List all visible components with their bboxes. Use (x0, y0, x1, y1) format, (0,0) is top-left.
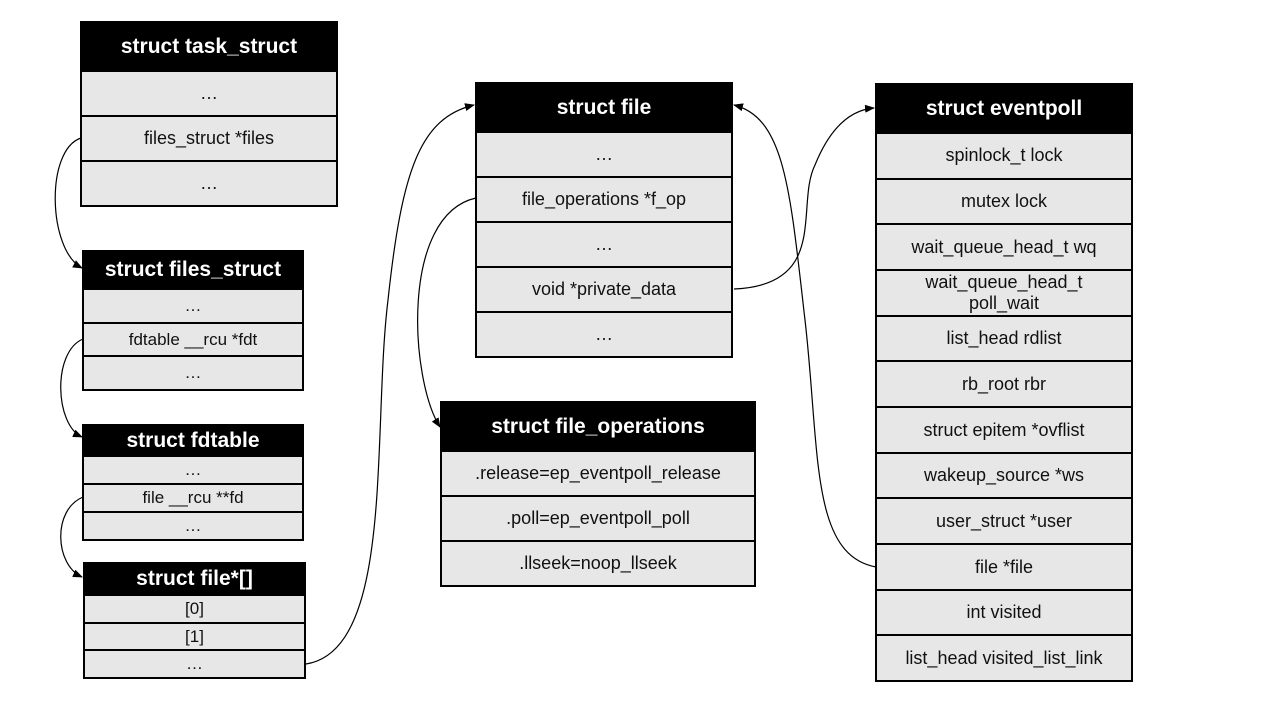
field-row: [1] (85, 621, 304, 650)
struct-header: struct file_operations (442, 403, 754, 450)
arrow-eventpoll-file-to-file (733, 103, 877, 568)
field-row: int visited (877, 588, 1131, 635)
struct-task-struct: struct task_struct … files_struct *files… (80, 21, 338, 207)
field-row: … (477, 311, 731, 356)
struct-file-operations: struct file_operations .release=ep_event… (440, 401, 756, 587)
field-row: .release=ep_eventpoll_release (442, 450, 754, 495)
field-row: wakeup_source *ws (877, 451, 1131, 498)
struct-header: struct eventpoll (877, 85, 1131, 132)
arrow-file-array-to-file (305, 103, 475, 665)
struct-header: struct files_struct (84, 252, 302, 288)
field-row: … (82, 70, 336, 115)
field-row: user_struct *user (877, 497, 1131, 543)
field-row: list_head visited_list_link (877, 634, 1131, 680)
field-row: … (85, 649, 304, 677)
struct-eventpoll: struct eventpoll spinlock_t lock mutex l… (875, 83, 1133, 682)
field-row: .llseek=noop_llseek (442, 540, 754, 585)
field-row: struct epitem *ovflist (877, 406, 1131, 452)
struct-file-array: struct file*[] [0] [1] … (83, 562, 306, 679)
field-row: file_operations *f_op (477, 176, 731, 221)
field-row: … (84, 355, 302, 389)
field-row: … (84, 511, 302, 539)
field-row: [0] (85, 594, 304, 622)
struct-header: struct fdtable (84, 426, 302, 455)
field-row: .poll=ep_eventpoll_poll (442, 495, 754, 540)
struct-files-struct: struct files_struct … fdtable __rcu *fdt… (82, 250, 304, 391)
field-row: wait_queue_head_t wq (877, 223, 1131, 269)
struct-header: struct task_struct (82, 23, 336, 70)
struct-file: struct file … file_operations *f_op … vo… (475, 82, 733, 358)
field-row: mutex lock (877, 177, 1131, 224)
field-row: files_struct *files (82, 115, 336, 160)
struct-fdtable: struct fdtable … file __rcu **fd … (82, 424, 304, 541)
field-row: file __rcu **fd (84, 483, 302, 511)
arrow-private-data-to-eventpoll (733, 104, 875, 290)
field-row: … (477, 131, 731, 176)
field-row: … (82, 160, 336, 205)
field-row: … (84, 288, 302, 322)
field-row: … (84, 455, 302, 483)
struct-header: struct file (477, 84, 731, 131)
field-row: void *private_data (477, 266, 731, 311)
field-row: spinlock_t lock (877, 132, 1131, 178)
struct-header: struct file*[] (85, 564, 304, 594)
arrow-fd-to-file-array (60, 496, 84, 578)
field-row: list_head rdlist (877, 314, 1131, 361)
arrow-fdt-to-fdtable (60, 338, 84, 438)
field-row: fdtable __rcu *fdt (84, 321, 302, 356)
field-row: file *file (877, 543, 1131, 589)
field-row: … (477, 221, 731, 266)
arrow-files-to-files-struct (54, 137, 83, 269)
arrow-fop-to-file-operations (417, 197, 477, 428)
field-row: rb_root rbr (877, 360, 1131, 406)
field-row: wait_queue_head_t poll_wait (877, 269, 1131, 315)
